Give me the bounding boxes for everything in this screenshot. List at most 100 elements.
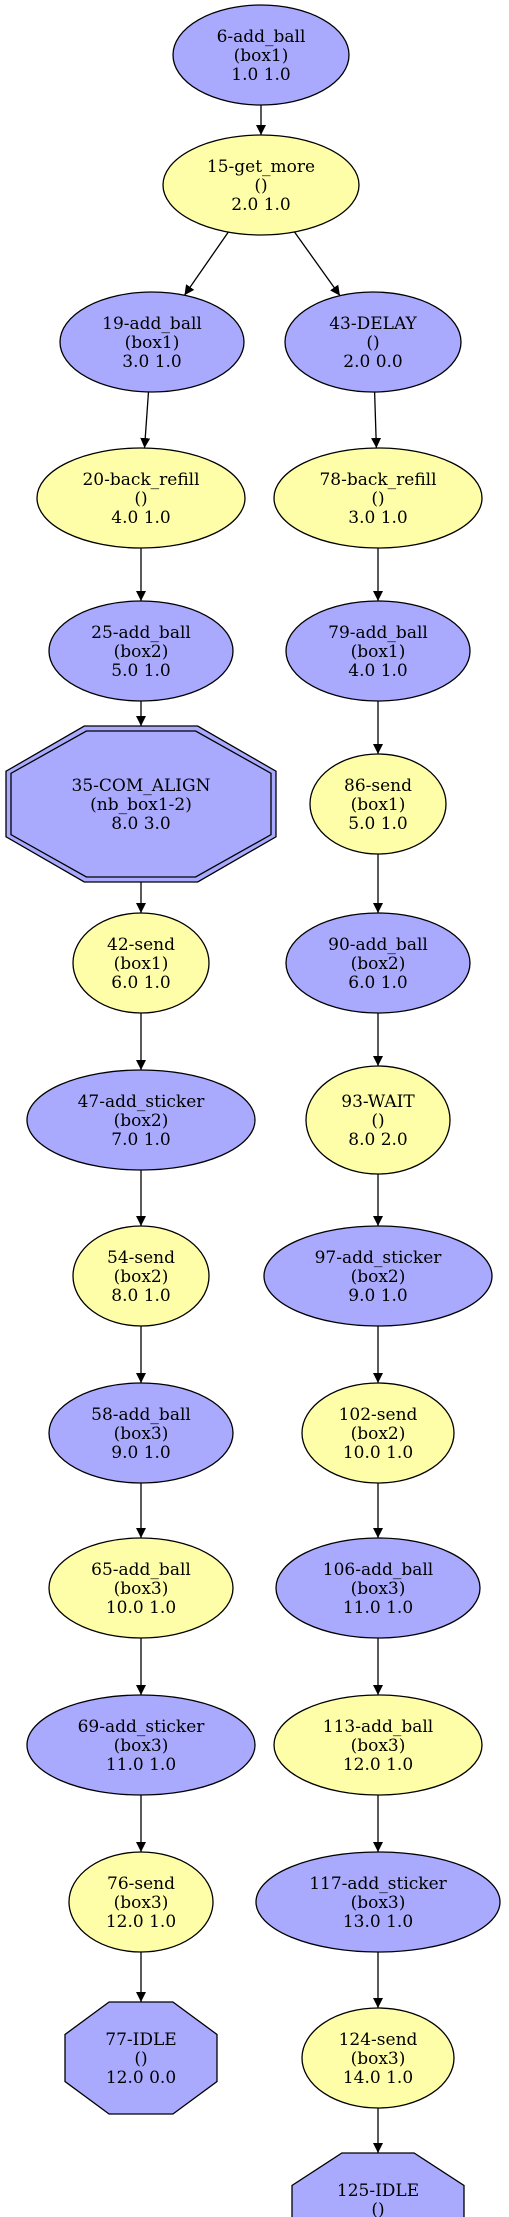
node-n47: 47-add_sticker(box2)7.0 1.0 <box>26 1069 256 1171</box>
node-values-label: 10.0 1.0 <box>106 1598 176 1618</box>
node-args-label: (box2) <box>351 954 406 974</box>
node-args-label: (box1) <box>351 642 406 662</box>
node-name-label: 79-add_ball <box>328 623 428 643</box>
node-values-label: 4.0 1.0 <box>111 508 170 528</box>
node-values-label: 13.0 1.0 <box>343 1912 413 1932</box>
node-args-label: () <box>371 1111 384 1131</box>
node-shape-ellipse <box>26 1694 256 1796</box>
node-values-label: 14.0 1.0 <box>343 2068 413 2088</box>
node-name-label: 106-add_ball <box>323 1560 433 1580</box>
node-args-label: () <box>371 489 384 509</box>
node-args-label: (box1) <box>125 333 180 353</box>
edge-n43-to-n78 <box>371 391 382 449</box>
node-values-label: 10.0 1.0 <box>343 1443 413 1463</box>
node-n76: 76-send(box3)12.0 1.0 <box>68 1851 214 1953</box>
node-n124: 124-send(box3)14.0 1.0 <box>301 2007 455 2109</box>
node-shape-ellipse <box>48 1537 234 1639</box>
node-shape-ellipse <box>301 2007 455 2109</box>
node-values-label: 6.0 1.0 <box>348 973 407 993</box>
node-name-label: 65-add_ball <box>91 1560 191 1580</box>
nodes-layer: 6-add_ball(box1)1.0 1.015-get_more()2.0 … <box>5 4 501 2217</box>
node-values-label: 12.0 1.0 <box>343 1755 413 1775</box>
node-shape-ellipse <box>285 600 471 702</box>
node-name-label: 124-send <box>339 2030 418 2050</box>
node-shape-ellipse <box>48 1382 234 1484</box>
node-args-label: (box3) <box>114 1579 169 1599</box>
node-name-label: 113-add_ball <box>323 1717 433 1737</box>
node-values-label: 3.0 1.0 <box>348 508 407 528</box>
node-args-label: () <box>366 333 379 353</box>
node-shape-octagon <box>291 2152 465 2217</box>
node-n69: 69-add_sticker(box3)11.0 1.0 <box>26 1694 256 1796</box>
node-name-label: 19-add_ball <box>102 314 202 334</box>
node-args-label: () <box>371 2200 384 2217</box>
node-values-label: 12.0 1.0 <box>106 1912 176 1932</box>
node-values-label: 2.0 1.0 <box>231 195 290 215</box>
node-values-label: 8.0 1.0 <box>111 1286 170 1306</box>
node-n35: 35-COM_ALIGN(nb_box1-2)8.0 3.0 <box>5 725 277 883</box>
node-shape-octagon <box>64 2001 218 2115</box>
node-shape-ellipse <box>172 4 350 106</box>
node-args-label: (box1) <box>114 954 169 974</box>
node-values-label: 9.0 1.0 <box>111 1443 170 1463</box>
node-name-label: 90-add_ball <box>328 935 428 955</box>
node-args-label: () <box>134 2049 147 2069</box>
node-args-label: () <box>134 489 147 509</box>
node-name-label: 58-add_ball <box>91 1405 191 1425</box>
node-name-label: 102-send <box>339 1405 418 1425</box>
node-n113: 113-add_ball(box3)12.0 1.0 <box>273 1694 483 1796</box>
node-n93: 93-WAIT()8.0 2.0 <box>305 1065 451 1175</box>
node-values-label: 9.0 1.0 <box>348 1286 407 1306</box>
node-name-label: 86-send <box>344 776 412 796</box>
node-name-label: 42-send <box>107 935 175 955</box>
node-n79: 79-add_ball(box1)4.0 1.0 <box>285 600 471 702</box>
node-name-label: 69-add_sticker <box>78 1717 206 1737</box>
node-shape-octagon-inner <box>10 730 272 878</box>
node-n90: 90-add_ball(box2)6.0 1.0 <box>285 912 471 1014</box>
node-shape-ellipse <box>59 291 245 393</box>
node-values-label: 12.0 0.0 <box>106 2068 176 2088</box>
node-name-label: 25-add_ball <box>91 623 191 643</box>
node-n78: 78-back_refill()3.0 1.0 <box>273 447 483 549</box>
edges-layer <box>136 105 383 2153</box>
node-n19: 19-add_ball(box1)3.0 1.0 <box>59 291 245 393</box>
node-n86: 86-send(box1)5.0 1.0 <box>309 753 447 855</box>
node-args-label: (box2) <box>351 1267 406 1287</box>
node-n15: 15-get_more()2.0 1.0 <box>162 134 360 236</box>
node-shape-ellipse <box>301 1382 455 1484</box>
node-args-label: (box2) <box>351 1424 406 1444</box>
edge-n15-to-n19 <box>183 231 229 296</box>
node-shape-ellipse <box>285 912 471 1014</box>
node-n6: 6-add_ball(box1)1.0 1.0 <box>172 4 350 106</box>
node-name-label: 15-get_more <box>207 157 315 177</box>
node-shape-ellipse <box>36 447 246 549</box>
node-shape-ellipse <box>263 1225 493 1327</box>
node-n117: 117-add_sticker(box3)13.0 1.0 <box>255 1851 501 1953</box>
node-name-label: 47-add_sticker <box>78 1092 206 1112</box>
node-args-label: (box3) <box>351 2049 406 2069</box>
node-n65: 65-add_ball(box3)10.0 1.0 <box>48 1537 234 1639</box>
node-args-label: (box3) <box>351 1893 406 1913</box>
node-name-label: 97-add_sticker <box>315 1248 443 1268</box>
node-args-label: (box3) <box>114 1424 169 1444</box>
node-name-label: 20-back_refill <box>82 470 199 490</box>
node-values-label: 11.0 1.0 <box>106 1755 176 1775</box>
node-args-label: (box2) <box>114 1267 169 1287</box>
node-values-label: 1.0 1.0 <box>231 65 290 85</box>
node-shape-ellipse <box>284 291 462 393</box>
edge-n15-to-n43 <box>293 231 341 297</box>
node-values-label: 7.0 1.0 <box>111 1130 170 1150</box>
node-shape-ellipse <box>72 1225 210 1327</box>
node-n42: 42-send(box1)6.0 1.0 <box>72 912 210 1014</box>
node-args-label: (box3) <box>351 1736 406 1756</box>
node-shape-ellipse <box>305 1065 451 1175</box>
node-name-label: 77-IDLE <box>105 2030 176 2050</box>
node-name-label: 93-WAIT <box>341 1092 415 1112</box>
node-args-label: (box1) <box>234 46 289 66</box>
node-name-label: 117-add_sticker <box>309 1874 447 1894</box>
node-values-label: 5.0 1.0 <box>111 661 170 681</box>
node-args-label: (box2) <box>114 642 169 662</box>
node-name-label: 43-DELAY <box>329 314 417 334</box>
node-name-label: 54-send <box>107 1248 175 1268</box>
